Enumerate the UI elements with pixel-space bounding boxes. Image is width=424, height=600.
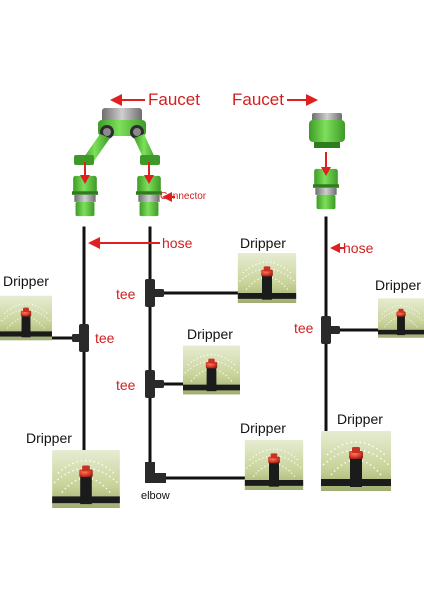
arrow-connector-left-icon <box>80 162 90 184</box>
dripper-photo-mid-middle <box>183 345 240 395</box>
dripper-photo-top-left <box>0 295 52 341</box>
hose-left-label: hose <box>162 235 193 251</box>
dripper-top-left-label: Dripper <box>3 273 49 289</box>
arrow-connector-label-icon <box>162 192 175 202</box>
connector-label: Connector <box>160 191 207 202</box>
tee-mid-lower-label: tee <box>116 377 136 393</box>
y-splitter-icon <box>74 108 160 165</box>
arrow-connector-right-icon <box>321 152 331 176</box>
dripper-photo-mid-bottom <box>244 440 304 490</box>
dripper-mid-middle-label: Dripper <box>187 326 233 342</box>
tee-right-fitting <box>321 316 340 344</box>
tee-left-label: tee <box>95 330 115 346</box>
elbow-fitting <box>145 462 166 483</box>
faucet-left-label: Faucet <box>148 90 200 109</box>
dripper-photo-mid-top <box>237 253 297 303</box>
elbow-label: elbow <box>141 490 170 502</box>
dripper-photo-bottom-left <box>51 450 121 508</box>
dripper-mid-top-label: Dripper <box>240 235 286 251</box>
dripper-right-top-label: Dripper <box>375 277 421 293</box>
dripper-right-bottom-label: Dripper <box>337 411 383 427</box>
arrow-hose-right-icon <box>330 243 344 253</box>
faucet-adapter-icon <box>309 113 345 148</box>
hose-right-label: hose <box>343 240 374 256</box>
red-arrows <box>80 94 344 253</box>
arrow-connector-mid-icon <box>144 162 154 184</box>
dripper-photo-right-bottom <box>321 431 391 491</box>
arrow-hose-left-icon <box>88 237 160 249</box>
tee-mid-upper-fitting <box>145 279 164 307</box>
tee-right-label: tee <box>294 320 314 336</box>
dripper-photo-right-top <box>378 297 424 339</box>
dripper-mid-bottom-label: Dripper <box>240 420 286 436</box>
tee-mid-upper-label: tee <box>116 286 136 302</box>
arrow-faucet-left-icon <box>110 94 145 106</box>
dripper-bottom-left-label: Dripper <box>26 430 72 446</box>
arrow-faucet-right-icon <box>287 94 318 106</box>
faucet-right-label: Faucet <box>232 90 284 109</box>
tee-mid-lower-fitting <box>145 370 164 398</box>
tee-left-fitting <box>72 324 89 352</box>
